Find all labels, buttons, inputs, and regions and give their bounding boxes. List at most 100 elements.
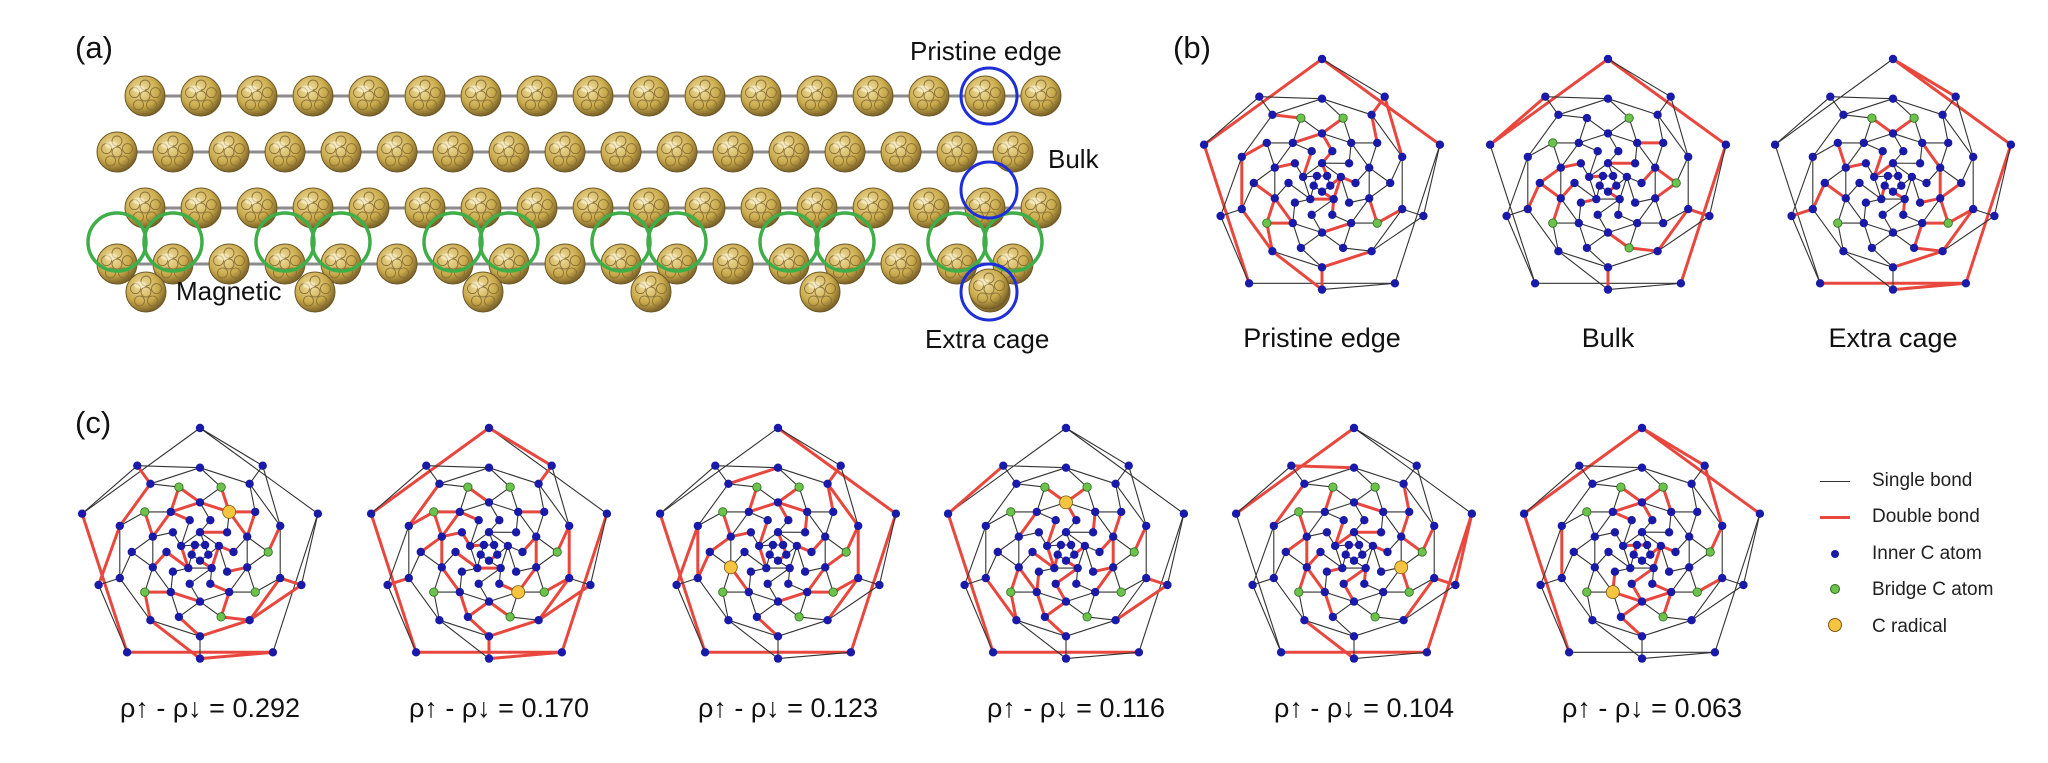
- inner-atom: [1066, 540, 1076, 550]
- c60-cage: [796, 187, 838, 229]
- single-bond: [1166, 513, 1185, 586]
- double-bond: [708, 535, 732, 554]
- inner-atom: [711, 461, 720, 470]
- inner-atom: [1651, 163, 1660, 172]
- single-bond: [420, 551, 443, 568]
- single-bond: [1368, 182, 1391, 199]
- inner-atom: [1249, 178, 1259, 188]
- double-bond: [826, 577, 860, 622]
- inner-atom: [1328, 210, 1337, 219]
- inner-atom: [785, 563, 794, 573]
- single-bond: [1120, 577, 1147, 593]
- inner-atom: [744, 507, 753, 517]
- single-bond: [1641, 467, 1664, 488]
- single-bond: [1636, 197, 1656, 224]
- single-bond: [1324, 591, 1355, 603]
- double-bond: [1054, 566, 1079, 586]
- inner-atom: [222, 567, 232, 576]
- inner-atom: [700, 648, 710, 657]
- single-bond: [985, 551, 999, 579]
- double-bond: [170, 500, 201, 514]
- inner-atom: [846, 648, 856, 657]
- c60-cage: [432, 243, 474, 285]
- single-bond: [1845, 197, 1865, 224]
- graph-c1: [77, 423, 323, 663]
- bridge-atom: [505, 612, 515, 622]
- caption-bulk: Bulk: [1581, 323, 1635, 353]
- inner-atom: [174, 612, 184, 622]
- inner-atom: [1666, 92, 1675, 101]
- inner-atom: [1317, 187, 1327, 196]
- inner-atom: [115, 573, 125, 583]
- radical-atom: [1059, 495, 1073, 510]
- inner-atom: [773, 423, 783, 433]
- c60-cage: [1020, 75, 1062, 117]
- double-bond: [947, 464, 1005, 515]
- double-bond: [844, 525, 860, 553]
- single-bond: [1321, 232, 1344, 249]
- inner-atom: [1360, 579, 1369, 588]
- inner-atom: [1296, 243, 1306, 253]
- inner-atom: [1287, 461, 1296, 470]
- double-bond: [1489, 95, 1547, 146]
- inner-atom: [489, 540, 499, 550]
- single-bond: [1561, 483, 1593, 527]
- bridge-atom: [1582, 587, 1592, 597]
- single-bond: [1641, 619, 1692, 637]
- c60-cage: [964, 187, 1006, 229]
- single-bond: [1353, 467, 1376, 488]
- single-bond: [1670, 566, 1690, 593]
- inner-atom: [1365, 194, 1374, 203]
- inner-atom: [1376, 528, 1386, 537]
- single-bond: [1016, 619, 1067, 660]
- inner-atom: [763, 579, 772, 588]
- double-bond: [675, 525, 700, 586]
- inner-atom: [484, 632, 494, 641]
- inner-atom: [1718, 573, 1727, 583]
- inner-atom: [1684, 204, 1693, 214]
- inner-atom: [1961, 279, 1971, 288]
- inner-atom: [1012, 479, 1021, 488]
- single-bond: [1065, 591, 1096, 603]
- c60-cage: [964, 75, 1006, 117]
- inner-atom: [532, 532, 541, 541]
- bridge-atom: [263, 547, 273, 557]
- inner-atom: [251, 507, 260, 517]
- single-bond: [767, 567, 791, 585]
- magnetic-label: Magnetic: [176, 276, 282, 306]
- graph-c3: [655, 423, 901, 663]
- bridge-atom: [1548, 218, 1558, 228]
- double-bond: [1376, 207, 1403, 225]
- c60-cage: [799, 271, 841, 313]
- inner-atom: [1349, 597, 1359, 606]
- single-bond: [469, 520, 480, 547]
- double-bond: [1292, 131, 1323, 145]
- inner-atom: [1888, 263, 1898, 272]
- double-bond: [1009, 591, 1018, 621]
- single-bond: [1871, 247, 1894, 268]
- single-bond: [1942, 114, 1949, 144]
- c60-cage: [516, 187, 558, 229]
- inner-atom: [1897, 181, 1906, 190]
- single-bond: [1845, 142, 1865, 169]
- inner-atom: [746, 567, 756, 576]
- bridge-atom: [1082, 482, 1092, 492]
- legend-inner-atom: Inner C atom: [1820, 541, 1982, 567]
- inner-atom: [1040, 612, 1050, 622]
- inner-atom: [534, 616, 543, 625]
- bridge-atom: [718, 507, 728, 517]
- single-bond: [1321, 98, 1344, 119]
- inner-atom: [1061, 632, 1071, 641]
- inner-atom: [1109, 532, 1118, 541]
- double-bond-swatch: [1820, 515, 1850, 519]
- inner-atom: [1338, 563, 1347, 573]
- bridge-atom: [1006, 587, 1016, 597]
- inner-atom: [496, 563, 505, 573]
- c60-cage: [125, 271, 167, 313]
- inner-atom: [1330, 541, 1340, 551]
- inner-atom: [1637, 178, 1646, 188]
- inner-atom: [1557, 521, 1567, 531]
- spin-density-2: ρ↑ - ρ↓ = 0.170: [408, 693, 590, 723]
- inner-atom: [1614, 210, 1623, 219]
- inner-atom: [1124, 461, 1133, 470]
